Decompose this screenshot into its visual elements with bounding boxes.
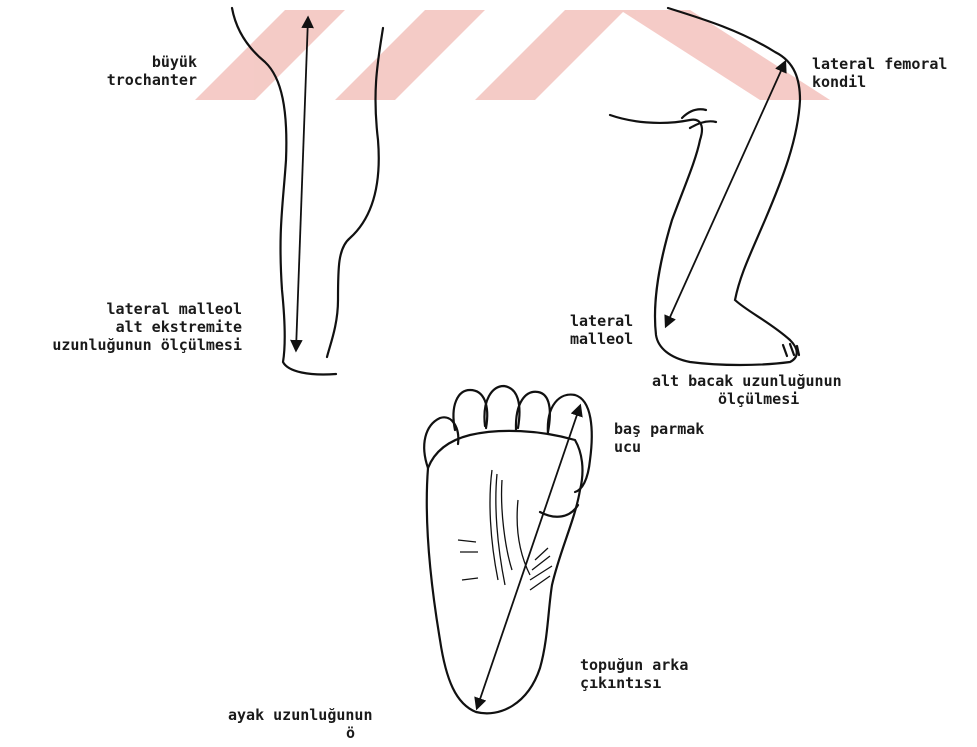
label-alt-bacak: alt bacak uzunluğunun ölçülmesi — [652, 372, 842, 408]
label-line: topuğun arka — [580, 656, 688, 674]
label-line: ucu — [614, 438, 704, 456]
left-leg-measure-arrow — [296, 18, 308, 350]
label-topugun-arka: topuğun arka çıkıntısı — [580, 656, 688, 692]
label-line: büyük — [107, 53, 197, 71]
label-line: trochanter — [107, 71, 197, 89]
label-line: ö — [228, 724, 373, 742]
label-line: uzunluğunun ölçülmesi — [52, 336, 242, 354]
foot-sole-outline — [424, 386, 592, 713]
label-lateral-femoral-kondil: lateral femoral kondil — [812, 55, 947, 91]
label-ayak-uzunlugu: ayak uzunluğunun ö — [228, 706, 373, 742]
label-line: kondil — [812, 73, 947, 91]
label-lateral-malleol-right: lateral malleol — [570, 312, 633, 348]
label-lateral-malleol-left: lateral malleol alt ekstremite uzunluğun… — [52, 300, 242, 354]
label-line: malleol — [570, 330, 633, 348]
watermark-logo — [195, 10, 830, 100]
label-line: baş parmak — [614, 420, 704, 438]
label-line: alt ekstremite — [52, 318, 242, 336]
label-line: lateral femoral — [812, 55, 947, 73]
label-line: lateral malleol — [52, 300, 242, 318]
foot-measure-arrow — [477, 406, 580, 708]
label-bas-parmak-ucu: baş parmak ucu — [614, 420, 704, 456]
label-line: ölçülmesi — [652, 390, 842, 408]
label-line: lateral — [570, 312, 633, 330]
label-line: ayak uzunluğunun — [228, 706, 373, 724]
label-line: çıkıntısı — [580, 674, 688, 692]
label-line: alt bacak uzunluğunun — [652, 372, 842, 390]
right-leg-measure-arrow — [666, 62, 785, 326]
label-buyuk-trochanter: büyük trochanter — [107, 53, 197, 89]
